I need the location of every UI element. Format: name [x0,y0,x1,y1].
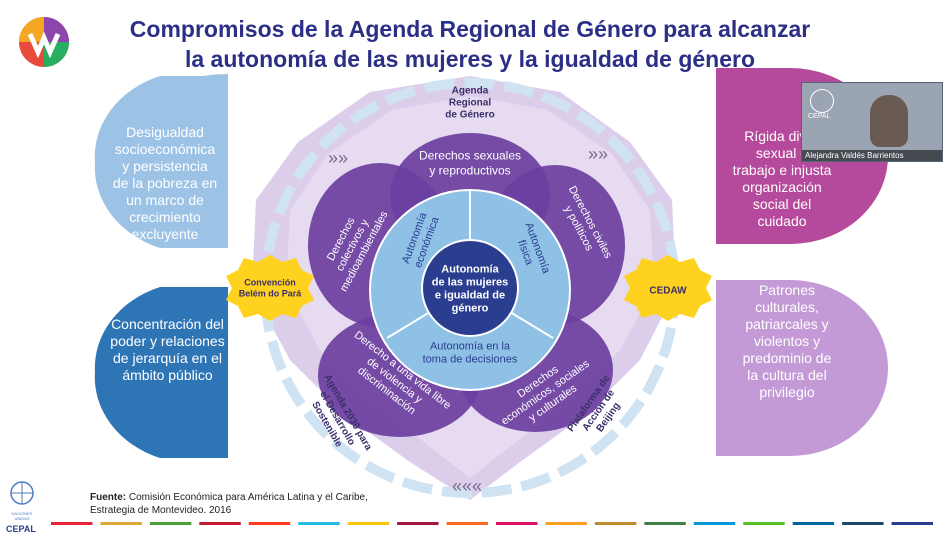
left-top-text-line-3: de la pobreza en [112,175,218,191]
sdg-segment [545,522,587,525]
right-top-text-line-1: sexual d [755,145,809,161]
seal-cedaw [624,255,712,321]
sdg-segment [891,522,933,525]
sdg-segment [842,522,884,525]
title-line-1: Compromisos de la Agenda Regional de Gén… [129,16,811,42]
sdg-segment [149,522,192,525]
chevron-right-top-icon: »» [588,144,608,164]
right-bottom-shape [716,280,888,456]
sdg-segment [693,522,736,525]
seal-belem [226,255,314,321]
left-top-text-line-1: socioeconómica [114,141,216,157]
right-top-text-line-0: Rígida divisi [744,128,820,144]
sdg-segment [347,522,390,525]
video-thumbnail[interactable]: CEPAL Alejandra Valdés Barrientos [801,82,943,162]
title-line-2: la autonomía de las mujeres y la igualda… [184,46,756,72]
right-bottom-text-line-0: Patrones [758,282,816,298]
person-avatar [870,95,908,147]
chevron-left-top-icon: »» [328,148,348,168]
source-note: Fuente: Comisión Económica para América … [90,491,368,517]
sdg-segment [199,522,241,525]
left-bottom-text-line-0: Concentración del [111,316,224,332]
cepal-text: CEPAL [6,524,36,534]
right-bottom-text-line-6: privilegio [759,384,815,400]
sdg-segment [298,522,340,525]
left-bottom-text-line-2: de jerarquía en el [113,350,222,366]
source-text-2: Estrategia de Montevideo. 2016 [90,505,232,516]
sdg-segment [496,522,538,525]
left-top-text-line-2: y persistencia [122,158,208,174]
sdg-segment [594,522,637,525]
label-cedaw-label: CEDAW [649,286,687,297]
un-globe-icon [10,481,34,505]
right-top-text-line-2: trabajo e injusta [732,162,832,178]
sdg-segment [397,522,439,525]
left-bottom-text-line-3: ámbito público [122,367,213,383]
sdg-segment [644,522,686,525]
right-bottom-text-line-3: violentos y [753,333,821,349]
right-bottom-text-line-2: patriarcales y [745,316,829,332]
page-title: Compromisos de la Agenda Regional de Gén… [90,14,850,74]
left-top-text-line-5: crecimiento [129,209,201,225]
left-bottom-text-line-1: poder y relaciones [110,333,225,349]
video-logo-text: CEPAL [808,113,831,120]
left-bottom-shape [94,287,229,458]
right-bottom-text-line-1: culturales, [755,299,819,315]
video-caption: Alejandra Valdés Barrientos [802,150,942,161]
un-logo: NACIONES UNIDAS CEPAL [6,480,38,534]
sdg-segment [743,522,785,525]
left-top-text-line-6: excluyente [131,226,199,242]
sdg-color-bar [51,522,933,525]
right-top-text-line-5: cuidado [757,213,807,229]
source-text-1: Comisión Económica para América Latina y… [126,492,368,503]
source-label: Fuente: [90,492,127,503]
un-text: NACIONES UNIDAS [11,511,33,521]
center-circle [421,239,519,337]
right-top-text-line-4: social del [752,196,812,212]
sdg-segment [248,522,291,525]
right-top-text-line-3: organización [742,179,822,195]
chevron-bottom-icon: ««« [452,476,482,496]
left-top-text-line-0: Desigualdad [126,124,204,140]
left-top-text-line-4: un marco de [126,192,204,208]
right-bottom-text-line-5: la cultura del [747,367,827,383]
sdg-segment [100,522,142,525]
sdg-segment [792,522,835,525]
sdg-segment [446,522,488,525]
sdg-segment [51,522,93,525]
un-emblem-icon [810,89,834,113]
right-bottom-text-line-4: predominio de [742,350,832,366]
left-top-shape [94,76,229,248]
agenda-logo-icon [19,17,69,67]
